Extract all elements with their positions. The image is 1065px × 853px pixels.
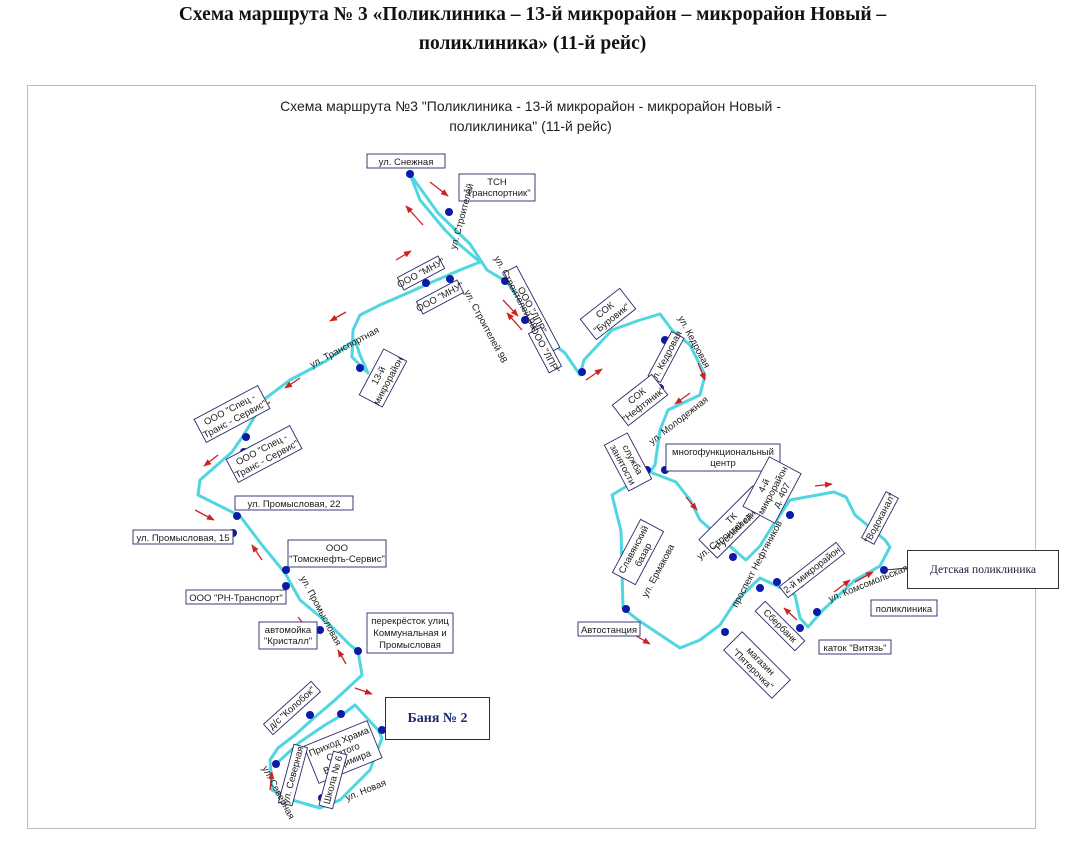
kids-clinic-leader: [883, 567, 908, 571]
stop-dot: [233, 512, 241, 520]
stop-dot: [282, 566, 290, 574]
street-label-stroiteley: ул. Строителей: [448, 182, 476, 250]
direction-arrow: [405, 205, 424, 226]
direction-arrow: [329, 311, 347, 322]
stop-dot: [521, 316, 529, 324]
stop-label-tomskneft-name: "Томскнефть-Сервис": [289, 554, 385, 565]
direction-arrow: [429, 181, 449, 197]
stop-dot: [306, 711, 314, 719]
map-title-line-1: Схема маршрута №3 "Поликлиника - 13-й ми…: [280, 98, 781, 114]
stop-dot: [501, 277, 509, 285]
stop-dot: [796, 624, 804, 632]
direction-arrow: [268, 771, 275, 791]
direction-arrow: [354, 687, 373, 695]
stop-label-snezhnaya: ул. Снежная: [379, 157, 434, 168]
direction-arrow: [783, 607, 798, 621]
stop-dot: [406, 170, 414, 178]
stop-label-rn-transport: ООО "РН-Транспорт": [189, 593, 283, 604]
direction-arrows: [194, 181, 874, 791]
stop-label-mfc: многофункциональный: [672, 447, 774, 458]
stop-label-kolobok: д/с "Колобок": [267, 685, 318, 732]
rotated-stop-labels: ООО "МНУ" ООО "МНУ" СОК "Буровик" ул. Ке…: [193, 255, 899, 810]
direction-arrow: [337, 649, 347, 665]
stop-dot: [578, 368, 586, 376]
page-heading: Схема маршрута № 3 «Поликлиника – 13-й м…: [0, 0, 1065, 58]
stop-dot: [354, 647, 362, 655]
stop-dot: [242, 433, 250, 441]
direction-arrow: [506, 312, 523, 331]
stop-dot: [773, 578, 781, 586]
stop-label-tomskneft: ООО: [326, 543, 348, 554]
stop-label-promyslovaya-22: ул. Промысловая, 22: [247, 499, 340, 510]
direction-arrow: [251, 544, 263, 561]
stop-label-tsn-name: "Транспортник": [463, 188, 530, 199]
page-heading-line-2: поликлиника» (11-й рейс): [418, 33, 647, 54]
stop-label-avtostantsiya: Автостанция: [581, 625, 637, 636]
stop-label-promyslovaya-15: ул. Промысловая, 15: [136, 533, 229, 544]
route-line-west: [196, 172, 482, 810]
direction-arrow: [685, 496, 698, 511]
stop-label-crossroad-line-2: Коммунальная и: [373, 628, 446, 639]
street-label-transportnaya: ул. Транспортная: [308, 325, 381, 371]
direction-arrow: [854, 571, 874, 583]
stop-dot: [422, 279, 430, 287]
stop-label-boxes: ул. Снежная ТСН "Транспортник" ул. Промы…: [132, 153, 938, 655]
direction-arrow: [585, 368, 603, 381]
stop-dot: [786, 511, 794, 519]
map-title-line-2: поликлиника" (11-й рейс): [449, 118, 612, 134]
stop-label-tsn: ТСН: [487, 177, 507, 188]
stop-label-mkr2: 2-й микрорайон: [782, 545, 843, 596]
street-label-novaya: ул. Новая: [344, 778, 388, 804]
banya-callout: Баня № 2: [385, 697, 490, 740]
direction-arrow: [814, 481, 833, 488]
direction-arrow: [194, 509, 215, 521]
page-heading-line-1: Схема маршрута № 3 «Поликлиника – 13-й м…: [178, 4, 887, 25]
direction-arrow: [395, 250, 412, 261]
direction-arrow: [502, 299, 519, 317]
stop-label-poliklinika: поликлиника: [876, 604, 933, 615]
stop-dot: [337, 710, 345, 718]
direction-arrow: [697, 362, 706, 381]
kids-clinic-callout: Детская поликлиника: [907, 550, 1059, 589]
stop-label-crossroad-line-3: Промысловая: [379, 640, 441, 651]
stop-dot: [272, 760, 280, 768]
stop-dot: [445, 208, 453, 216]
stop-dot: [316, 626, 324, 634]
route-map-frame: [27, 85, 1036, 829]
stop-label-avtomoyka: автомойка: [265, 625, 312, 636]
street-label-stroiteley-98: ул. Строителей 98: [491, 254, 539, 331]
stop-dot: [282, 582, 290, 590]
direction-arrow: [284, 377, 301, 389]
direction-arrow: [674, 392, 691, 405]
stop-dot: [356, 364, 364, 372]
stop-label-mfc-line-2: центр: [710, 458, 736, 469]
street-label-stroiteley-98b: ул. Строителей 98: [461, 288, 509, 365]
stop-label-katok: каток "Витязь": [824, 643, 887, 654]
stop-dot: [721, 628, 729, 636]
direction-arrow: [203, 454, 219, 467]
map-title: Схема маршрута №3 "Поликлиника - 13-й ми…: [27, 96, 1034, 136]
stop-dot: [729, 553, 737, 561]
stop-dot: [813, 608, 821, 616]
stop-label-avtomoyka-name: "Кристалл": [264, 636, 312, 647]
stop-dot: [622, 605, 630, 613]
stop-dot: [756, 584, 764, 592]
stop-label-crossroad-line-1: перекрёсток улиц: [371, 616, 449, 627]
stop-dot: [446, 275, 454, 283]
direction-arrow: [833, 579, 851, 593]
stop-label-sberbank: Сбербанк: [761, 607, 800, 646]
stop-dot: [378, 726, 386, 734]
